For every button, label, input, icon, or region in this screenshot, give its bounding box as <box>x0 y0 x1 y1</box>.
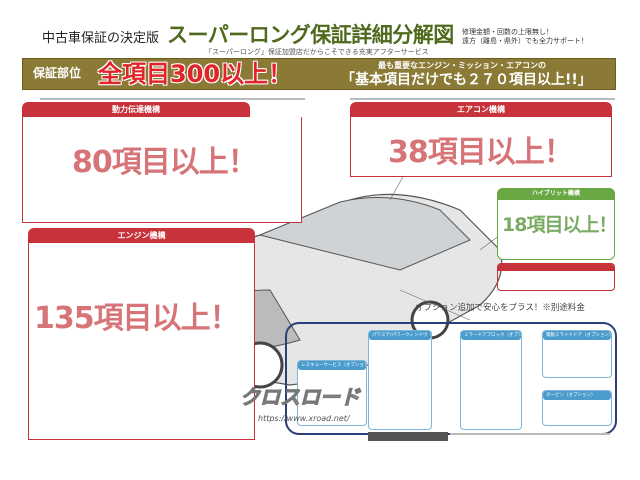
option-box-rescue: レスキューサービス（オプション） <box>297 360 367 426</box>
option-header: 電動スライドドア（オプション） <box>543 331 611 340</box>
footer-strip <box>368 432 448 441</box>
watermark-logo: クロスロード <box>240 385 361 409</box>
option-box-powersteering: パワステ/パワーウィンドウ（オプション） <box>368 330 432 430</box>
banner-right-line1: 最も重要なエンジン・ミッション・エアコンの <box>378 61 546 70</box>
option-header: ミラードアブロック（オプション） <box>461 331 521 340</box>
banner: 保証部位 全項目300以上！ 最も重要なエンジン・ミッション・エアコンの 「基本… <box>22 58 616 90</box>
banner-headline: 全項目300以上！ <box>98 60 293 88</box>
option-header: パワステ/パワーウィンドウ（オプション） <box>369 331 431 340</box>
banner-right-line2: 「基本項目だけでも２７０項目以上!!」 <box>341 72 592 88</box>
drivetrain-count: 80項目以上！ <box>72 145 258 180</box>
header-lead: 中古車保証の決定版 <box>42 31 160 46</box>
option-header: レスキューサービス（オプション） <box>298 361 366 370</box>
option-box-turbine: タービン（オプション） <box>542 390 612 426</box>
subtitle: 「スーパーロング」保証加盟店だからこそできる充実アフターサービス <box>205 48 429 56</box>
fluids-box <box>497 263 615 291</box>
note-line <box>215 98 305 100</box>
banner-label: 保証部位 <box>33 66 82 80</box>
drivetrain-list-box <box>22 117 302 223</box>
section-header-drivetrain: 動力伝達機構 <box>22 102 250 117</box>
option-header: タービン（オプション） <box>543 391 611 400</box>
section-header-engine: エンジン機構 <box>28 228 255 243</box>
engine-list-box <box>28 243 255 440</box>
note-line <box>40 98 240 100</box>
hybrid-count: 18項目以上！ <box>502 214 617 236</box>
header-tagline: 修理金額・回数の上限無し！遠方（離島・県外）でも全力サポート！ <box>462 28 588 46</box>
tagline-2: 遠方（離島・県外）でも全力サポート！ <box>462 37 588 45</box>
section-header-hybrid: ハイブリット機構 <box>497 188 615 200</box>
tagline-1: 修理金額・回数の上限無し！ <box>462 28 553 36</box>
note-line <box>350 98 615 100</box>
aircon-list-box <box>350 117 612 177</box>
option-box-slidedoor: 電動スライドドア（オプション） <box>542 330 612 378</box>
page-title: スーパーロング保証詳細分解図 <box>167 23 454 47</box>
section-header-aircon: エアコン機構 <box>350 102 612 117</box>
option-box-mirror: ミラードアブロック（オプション） <box>460 330 522 430</box>
footer-note <box>450 433 610 435</box>
watermark-url: https://www.xroad.net/ <box>258 414 350 423</box>
aircon-count: 38項目以上！ <box>388 135 574 170</box>
engine-count: 135項目以上！ <box>34 301 240 336</box>
options-heading: オプション追加で安心をプラス！※別途料金 <box>415 303 585 313</box>
